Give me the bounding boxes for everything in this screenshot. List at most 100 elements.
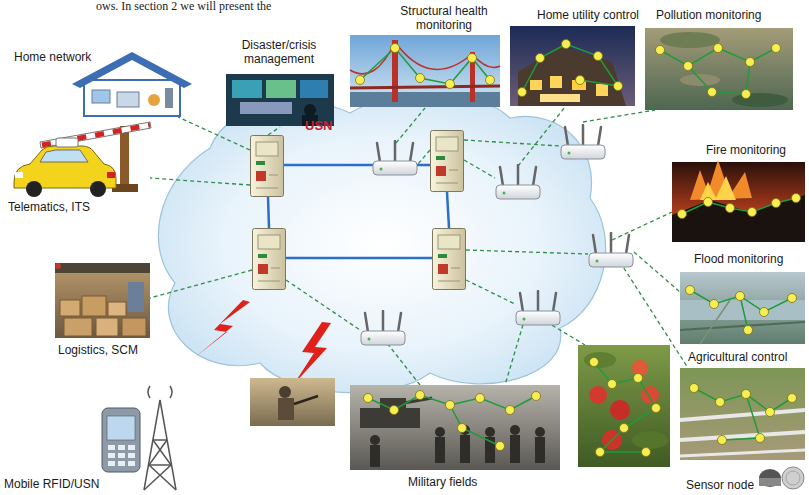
caption-label: Agricultural control — [688, 350, 787, 364]
soldier-photo — [250, 378, 335, 426]
access-point-icon — [361, 311, 405, 345]
sensor-network — [522, 44, 618, 92]
sensor-dot — [704, 198, 713, 207]
military-photo — [370, 445, 380, 467]
cell-tower — [149, 465, 176, 490]
access-point-icon — [589, 233, 633, 267]
disaster-photo — [266, 80, 296, 98]
dashed-link — [518, 107, 565, 166]
label-holder: Disaster/crisis management — [222, 38, 336, 66]
disaster-photo — [302, 115, 318, 126]
fire-photo — [672, 195, 805, 242]
wireless-bolt — [194, 300, 331, 384]
cell-tower — [148, 386, 150, 398]
dashed-link — [464, 160, 495, 178]
dashed-link — [418, 150, 430, 164]
telematics-icon — [120, 126, 129, 188]
sensor-network — [688, 62, 750, 94]
access-point-icon — [373, 141, 417, 175]
sensor-network — [450, 405, 500, 446]
disaster-photo — [304, 104, 316, 116]
telematics-icon — [40, 150, 88, 162]
sensor-dot — [416, 74, 425, 83]
soldier-photo — [279, 386, 291, 398]
label-holder: Military fields — [408, 475, 477, 489]
sensor-dot — [746, 58, 755, 67]
network-name: USN — [305, 118, 332, 133]
apple-photo — [610, 400, 630, 420]
mobile-phone — [108, 445, 115, 450]
server-icon — [433, 229, 466, 290]
dashed-link — [634, 252, 680, 292]
structural-photo — [350, 92, 500, 107]
home-utility-photo — [530, 80, 542, 90]
disaster-photo — [240, 102, 292, 114]
dashed-link — [612, 212, 672, 240]
structural-photo — [350, 35, 500, 107]
sensor-dot — [536, 54, 545, 63]
sensor-dot — [686, 286, 695, 295]
apple-photo — [578, 345, 670, 467]
pollution-photo — [660, 32, 720, 48]
caption-label: Structural health monitoring — [382, 4, 506, 32]
sensor-node-device — [759, 469, 781, 487]
sensor-dot — [756, 434, 765, 443]
cropped-text: ows. In section 2 we will present the — [96, 0, 271, 13]
sensor-dot — [468, 54, 477, 63]
sensor-node-device — [759, 467, 804, 489]
sensor-network — [682, 198, 796, 214]
sensor-dot — [726, 204, 735, 213]
logistics-photo — [55, 263, 61, 269]
agricultural-photo — [680, 450, 805, 456]
caption-label: Sensor node — [686, 478, 754, 492]
flood-photo — [680, 322, 805, 330]
caption-label: Military fields — [408, 475, 477, 489]
home-utility-photo — [550, 76, 562, 88]
pollution-photo — [732, 93, 788, 107]
sensor-dot — [458, 424, 467, 433]
cell-tower — [144, 465, 171, 490]
telematics-icon — [107, 172, 115, 178]
label-holder: Logistics, SCM — [58, 343, 138, 357]
sensor-dot — [684, 62, 693, 71]
mobile-phone — [118, 453, 125, 458]
dashed-link — [396, 108, 425, 143]
sensor-network — [594, 362, 656, 452]
home-utility-photo — [518, 46, 626, 106]
sensor-dot — [788, 394, 797, 403]
military-photo — [510, 435, 520, 463]
sensor-dot — [760, 308, 769, 317]
dashed-link — [268, 127, 280, 135]
agricultural-photo — [680, 368, 805, 460]
structural-photo — [350, 35, 500, 107]
apple-photo — [584, 352, 616, 368]
server-link — [268, 197, 269, 228]
label-holder: Structural health monitoring — [382, 4, 506, 32]
server-link — [268, 165, 449, 258]
sensor-dot — [716, 398, 725, 407]
mobile-phone — [128, 445, 135, 450]
sensor-dot — [742, 90, 751, 99]
caption-label: Pollution monitoring — [656, 8, 761, 22]
sensor-dot — [620, 424, 629, 433]
logistics-photo — [128, 282, 144, 312]
apple-photo — [589, 386, 607, 404]
mobile-phone — [118, 461, 125, 466]
dashed-link — [466, 280, 515, 304]
sensor-dot — [652, 404, 661, 413]
sensor-dot — [772, 44, 781, 53]
dashed-link — [466, 250, 588, 254]
dashed-link — [150, 178, 250, 185]
sensor-dot — [634, 374, 643, 383]
caption-label: Telematics, ITS — [8, 200, 90, 214]
telematics-icon — [56, 138, 78, 147]
label-holder: Mobile RFID/USN — [4, 477, 99, 491]
sensor-dot — [714, 44, 723, 53]
sensor-dot — [390, 406, 399, 415]
logistics-photo — [60, 300, 80, 316]
sensor-dot — [506, 406, 515, 415]
sensor-dot — [576, 76, 585, 85]
caption-label: Flood monitoring — [694, 252, 783, 266]
logistics-photo — [108, 302, 126, 316]
cell-tower — [170, 386, 172, 398]
